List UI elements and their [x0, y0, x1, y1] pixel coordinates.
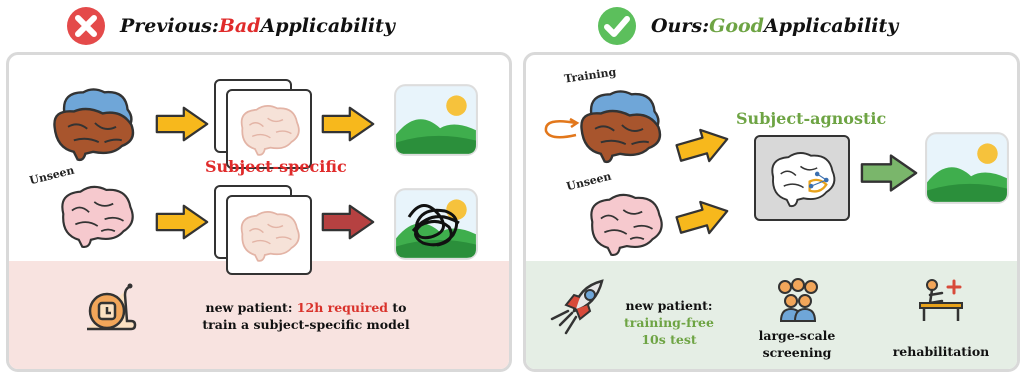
green-arrow — [860, 153, 918, 193]
training-brain-icon — [572, 85, 668, 165]
note-line-1: new patient: 12h required to — [181, 299, 431, 316]
patient-note: new patient: training-free 10s test — [604, 297, 734, 348]
subject-agnostic-label: Subject-agnostic — [736, 109, 887, 128]
yellow-arrow-2 — [155, 203, 209, 241]
rocket-icon — [550, 279, 604, 335]
note-line-1-a: new patient: — [205, 300, 297, 315]
landscape-icon — [924, 131, 1010, 205]
yellow-arrow-up — [672, 120, 734, 171]
faded-brain-icon — [234, 205, 304, 263]
yellow-arrow-3 — [321, 105, 375, 143]
universal-model-box — [754, 135, 850, 221]
yellow-arrow-1 — [155, 105, 209, 143]
landscape-icon — [393, 83, 479, 157]
training-label: Training — [563, 65, 618, 86]
left-title-prefix: Previous: — [120, 15, 219, 37]
screening-label: large-scale screening — [732, 327, 862, 361]
model-card-front-2 — [226, 195, 312, 275]
note-line-2: train a subject-specific model — [202, 317, 410, 332]
note-line-1-c: to — [388, 300, 407, 315]
screening-line-2: screening — [762, 345, 832, 360]
patient-line-1: new patient: — [625, 298, 713, 313]
check-icon — [597, 6, 637, 46]
screening-line-1: large-scale — [758, 328, 836, 343]
unseen-brain-icon — [582, 187, 668, 257]
right-bottom-band — [526, 261, 1017, 369]
note-line-1-highlight: 12h required — [296, 300, 389, 315]
people-icon — [778, 278, 818, 322]
right-title-suffix: Applicability — [763, 15, 899, 37]
patient-line-2: training-free — [624, 315, 714, 330]
subject-specific-label: Subject-specific — [205, 157, 347, 176]
left-title-suffix: Applicability — [260, 15, 395, 37]
patient-line-3: 10s test — [641, 332, 697, 347]
rehabilitation-icon — [919, 279, 963, 321]
left-heading: Previous: Bad Applicability — [66, 6, 395, 46]
brain-network-icon — [771, 152, 836, 208]
previous-method-panel: Unseen Subject-specific new patient: 12h… — [6, 52, 512, 372]
new-patient-note: new patient: 12h required to train a sub… — [181, 299, 431, 333]
left-title-highlight: Bad — [218, 15, 261, 37]
corrupted-landscape-icon — [393, 187, 479, 261]
rehab-label: rehabilitation — [892, 344, 990, 359]
yellow-arrow-down — [672, 192, 734, 243]
right-title-highlight: Good — [709, 15, 764, 37]
right-title-prefix: Ours: — [651, 15, 710, 37]
right-heading: Ours: Good Applicability — [597, 6, 898, 46]
brain-icon — [45, 83, 141, 163]
cross-icon — [66, 6, 106, 46]
faded-brain-icon — [234, 99, 304, 157]
ours-panel: Training Unseen Subject-agnostic new pat… — [523, 52, 1020, 372]
unseen-brain-icon — [53, 179, 139, 249]
training-loop-icon — [544, 117, 580, 139]
snail-icon — [87, 283, 137, 331]
red-arrow — [321, 203, 375, 241]
model-card-front-1 — [226, 89, 312, 169]
